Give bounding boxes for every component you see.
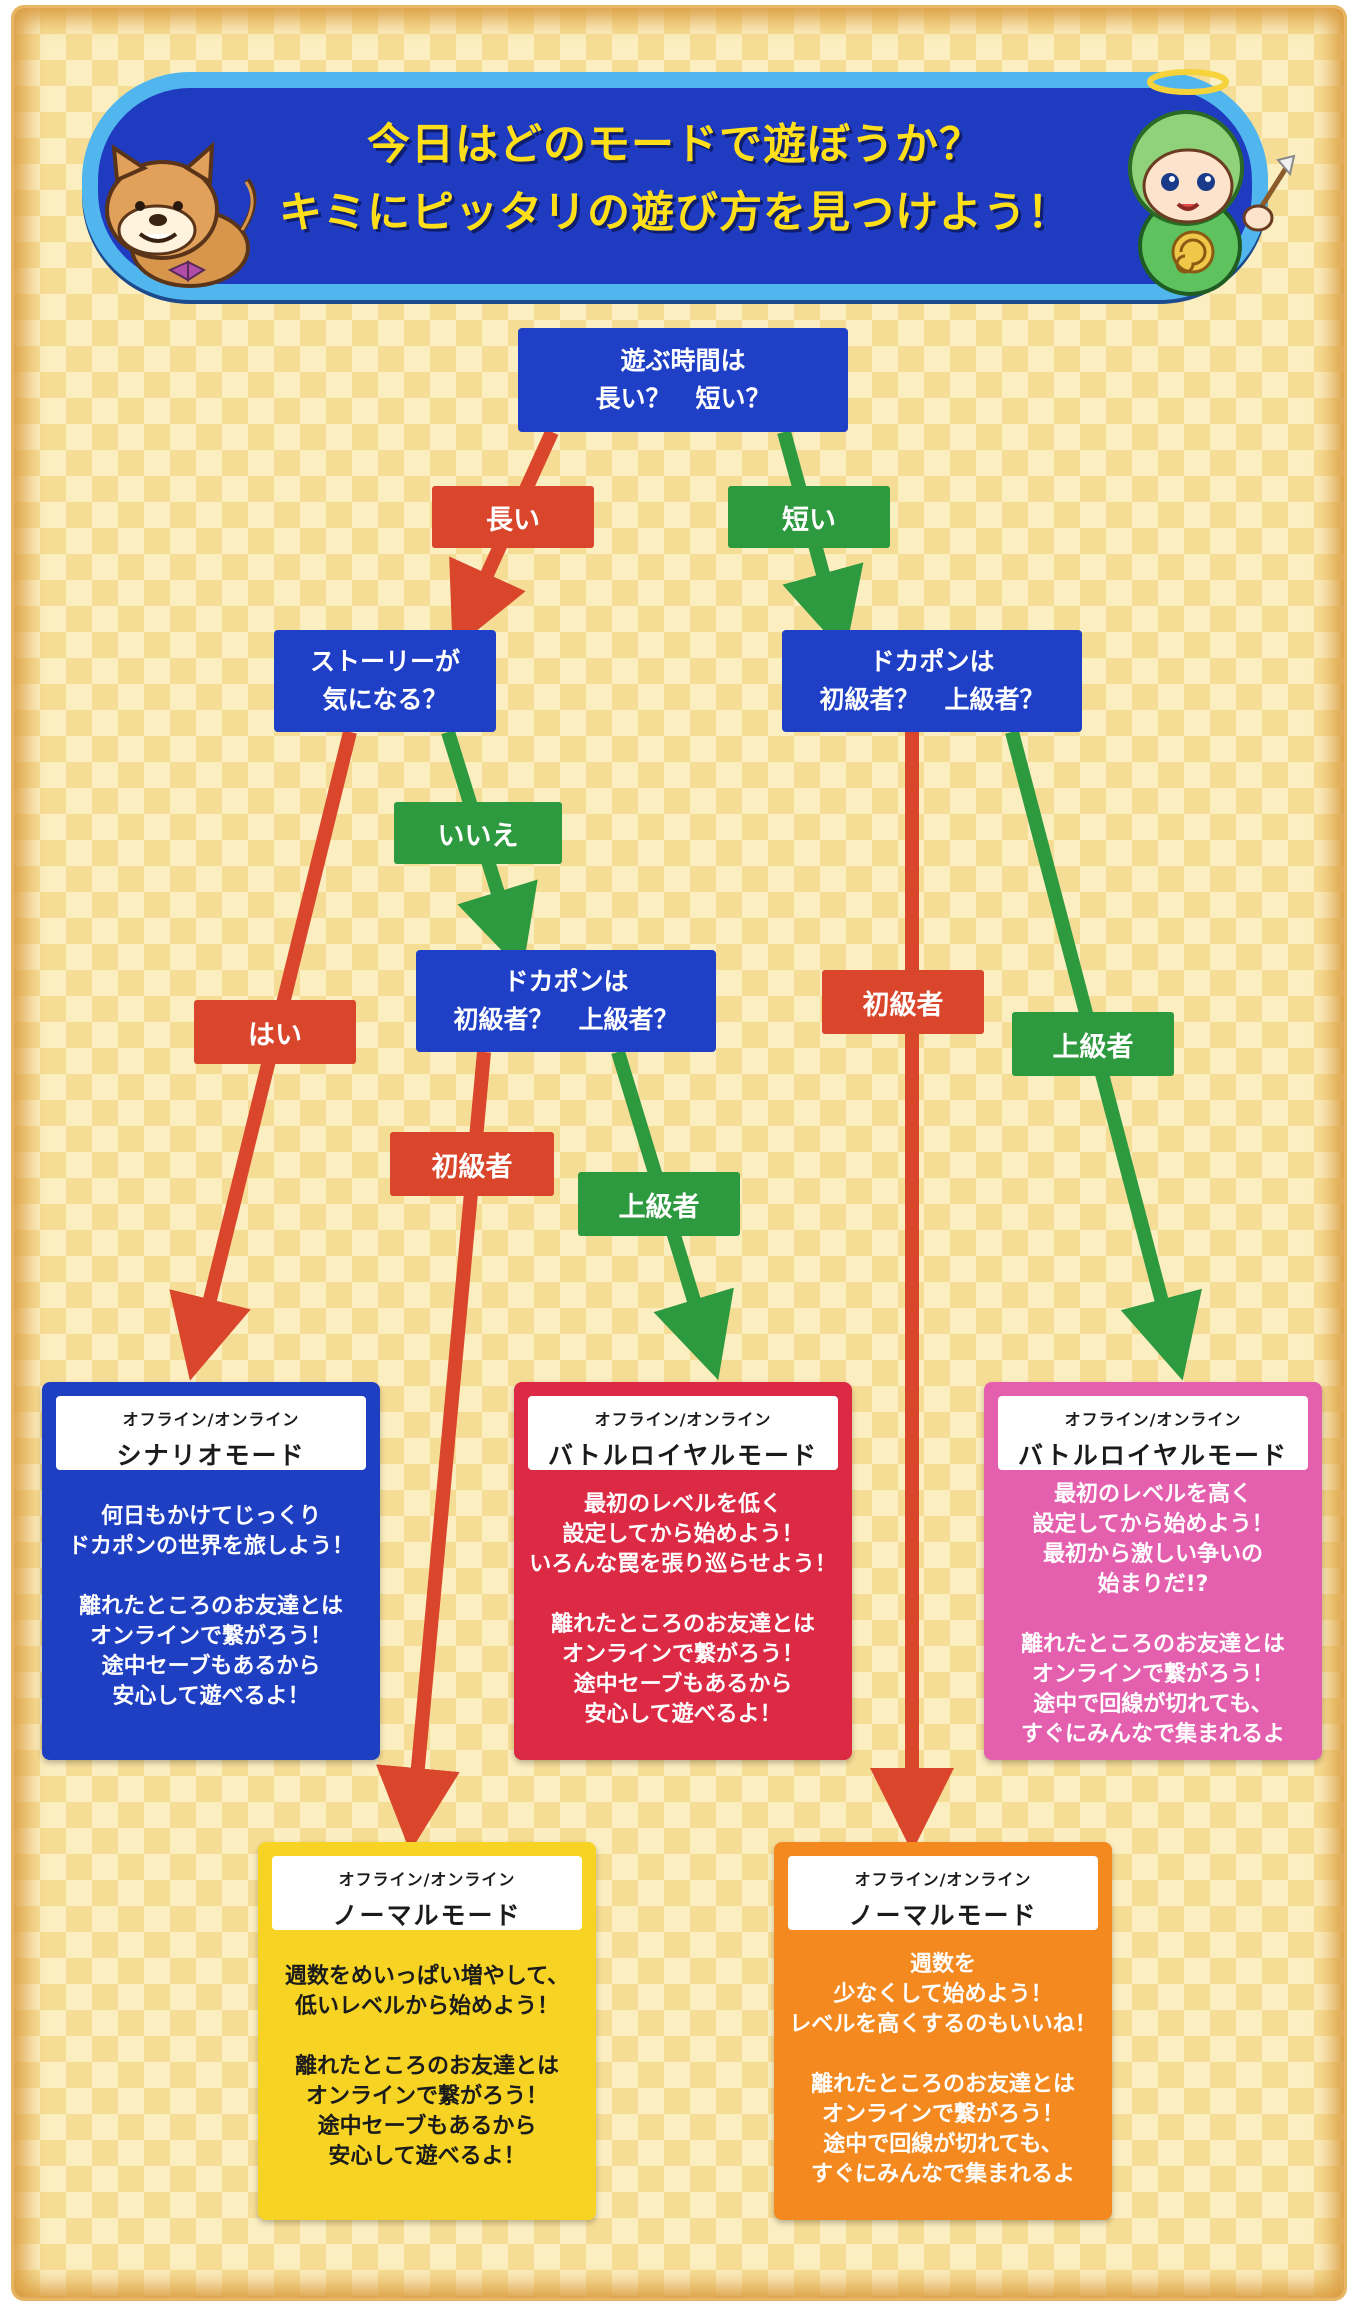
card-scenario-title: シナリオモード — [116, 1441, 306, 1470]
dog-mascot-icon — [105, 141, 257, 288]
card-battle-royale-beginner: オフライン/オンライン バトルロイヤルモード 最初のレベルを低く 設定してから始… — [514, 1382, 852, 1760]
label-yes: はい — [194, 1000, 356, 1064]
card-normal-short-text: 週数を 少なくして始めよう！ レベルを高くするのもいいね！ 離れたところのお友達… — [789, 1952, 1097, 2187]
card-battle-advanced-title: バトルロイヤルモード — [1017, 1441, 1288, 1470]
card-battle-beginner-title: バトルロイヤルモード — [547, 1441, 818, 1470]
card-scenario-sub: オフライン/オンライン — [122, 1410, 300, 1429]
header-title-line2: キミにピッタリの遊び方を見つけよう！ — [279, 188, 1071, 238]
card-battle-beginner-sub: オフライン/オンライン — [594, 1410, 772, 1429]
card-normal-story-title: ノーマルモード — [332, 1901, 522, 1930]
card-normal-short-title: ノーマルモード — [848, 1901, 1038, 1930]
card-battle-advanced-header: オフライン/オンライン バトルロイヤルモード — [998, 1396, 1308, 1470]
angel-mascot-icon — [1128, 69, 1296, 296]
card-scenario-header: オフライン/オンライン シナリオモード — [56, 1396, 366, 1470]
card-normal-story-header: オフライン/オンライン ノーマルモード — [272, 1856, 582, 1930]
card-normal-story-sub: オフライン/オンライン — [338, 1870, 516, 1889]
card-scenario-mode: オフライン/オンライン シナリオモード 何日もかけてじっくり ドカポンの世界を旅… — [42, 1382, 380, 1760]
label-short: 短い — [728, 486, 890, 548]
card-normal-mode-story: オフライン/オンライン ノーマルモード 週数をめいっぱい増やして、 低いレベルか… — [258, 1842, 596, 2220]
label-story-advanced: 上級者 — [578, 1172, 740, 1236]
label-short-beginner: 初級者 — [822, 970, 984, 1034]
question-skill-story-line1: ドカポンは — [503, 967, 629, 996]
question-skill-short: ドカポンは 初級者？ 上級者？ — [782, 630, 1082, 732]
label-story-beginner: 初級者 — [390, 1132, 554, 1196]
question-skill-story-line2: 初級者？ 上級者？ — [453, 1005, 679, 1034]
card-normal-story-text: 週数をめいっぱい増やして、 低いレベルから始めよう！ 離れたところのお友達とは … — [284, 1964, 570, 2169]
card-scenario-text: 何日もかけてじっくり ドカポンの世界を旅しよう！ 離れたところのお友達とは オン… — [67, 1504, 354, 1709]
card-normal-short-header: オフライン/オンライン ノーマルモード — [788, 1856, 1098, 1930]
question-story-line1: ストーリーが — [309, 647, 460, 676]
question-skill-short-line1: ドカポンは — [869, 647, 995, 676]
card-normal-mode-short: オフライン/オンライン ノーマルモード 週数を 少なくして始めよう！ レベルを高… — [774, 1842, 1112, 2220]
label-long: 長い — [432, 486, 594, 548]
label-no: いいえ — [394, 802, 562, 864]
card-battle-advanced-sub: オフライン/オンライン — [1064, 1410, 1242, 1429]
card-battle-beginner-text: 最初のレベルを低く 設定してから始めよう！ いろんな罠を張り巡らせよう！ 離れた… — [529, 1492, 837, 1727]
label-short-advanced: 上級者 — [1012, 1012, 1174, 1076]
header-title-line1: 今日はどのモードで遊ぼうか？ — [367, 120, 983, 170]
card-battle-advanced-text: 最初のレベルを高く 設定してから始めよう！ 最初から激しい争いの 始まりだ!? … — [1020, 1482, 1285, 1747]
card-battle-beginner-header: オフライン/オンライン バトルロイヤルモード — [528, 1396, 838, 1470]
question-play-time: 遊ぶ時間は 長い？ 短い？ — [518, 328, 848, 432]
question-skill-short-line2: 初級者？ 上級者？ — [819, 685, 1045, 714]
card-normal-short-sub: オフライン/オンライン — [854, 1870, 1032, 1889]
question-skill-story: ドカポンは 初級者？ 上級者？ — [416, 950, 716, 1052]
question-play-time-line2: 長い？ 短い？ — [595, 384, 771, 413]
card-battle-royale-advanced: オフライン/オンライン バトルロイヤルモード 最初のレベルを高く 設定してから始… — [984, 1382, 1322, 1760]
question-story: ストーリーが 気になる？ — [274, 630, 496, 732]
question-play-time-line1: 遊ぶ時間は — [620, 346, 746, 375]
header-banner: 今日はどのモードで遊ぼうか？ キミにピッタリの遊び方を見つけよう！ — [82, 72, 1268, 300]
question-story-line2: 気になる？ — [322, 685, 448, 714]
